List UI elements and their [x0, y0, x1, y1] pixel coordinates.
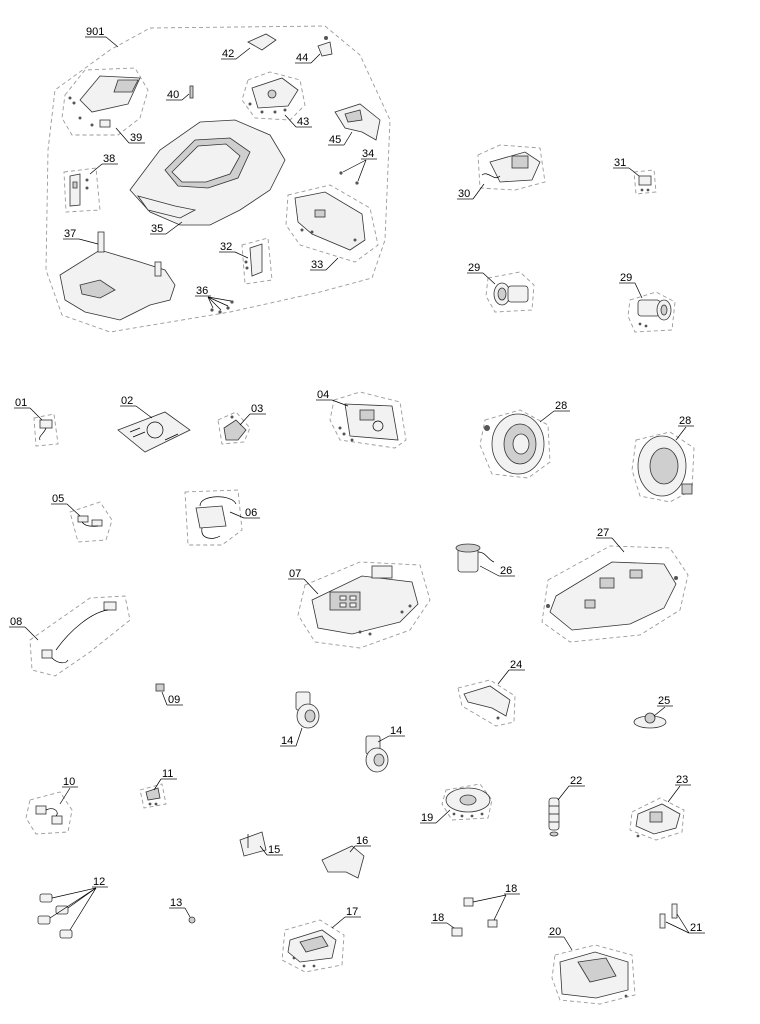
callout-15: 15: [268, 844, 280, 856]
callout-25: 25: [658, 695, 670, 707]
part-30: 30: [457, 144, 546, 200]
part-03: 03: [217, 403, 266, 445]
part-34: 34: [339, 148, 377, 185]
callout-32: 32: [220, 241, 232, 253]
part-39: 39: [61, 67, 149, 144]
callout-36: 36: [196, 285, 208, 297]
part-07: 07: [288, 561, 431, 649]
callout-01: 01: [15, 397, 27, 409]
callout-13: 13: [170, 897, 182, 909]
callout-44: 44: [296, 52, 308, 64]
callout-40: 40: [167, 89, 179, 101]
part-09: 09: [155, 683, 183, 706]
callout-38: 38: [103, 153, 115, 165]
callout-29a: 29: [468, 262, 480, 274]
callout-19: 19: [421, 812, 433, 824]
callout-45: 45: [329, 134, 341, 146]
part-13: 13: [169, 897, 196, 924]
group-901-housing: 901 42 44 40: [45, 25, 391, 333]
part-31: 31: [613, 157, 657, 195]
callout-901: 901: [86, 26, 104, 38]
callout-14a: 14: [281, 735, 293, 747]
callout-04: 04: [317, 389, 329, 401]
callout-23: 23: [676, 774, 688, 786]
callout-29b: 29: [620, 272, 632, 284]
callout-05: 05: [52, 493, 64, 505]
part-40: 40: [166, 85, 194, 101]
part-17: 17: [281, 906, 361, 973]
part-05: 05: [51, 493, 113, 543]
callout-18b: 18: [432, 912, 444, 924]
part-29a: 29: [467, 262, 535, 313]
callout-11: 11: [162, 768, 173, 780]
part-32: 32: [219, 237, 273, 285]
part-23: 23: [629, 774, 691, 841]
part-12: 12: [37, 876, 108, 939]
callout-24: 24: [510, 659, 522, 671]
callout-22: 22: [570, 775, 582, 787]
part-01: 01: [14, 397, 59, 447]
callout-43: 43: [297, 116, 309, 128]
part-06: 06: [184, 489, 260, 546]
part-18b: 18: [431, 912, 463, 937]
part-14a: 14: [280, 691, 320, 747]
callout-21: 21: [690, 922, 702, 934]
part-15: 15: [239, 831, 283, 857]
part-26: 26: [455, 543, 515, 577]
callout-12: 12: [93, 876, 105, 888]
callout-34: 34: [362, 148, 374, 160]
part-04: 04: [316, 389, 407, 449]
callout-16: 16: [356, 835, 368, 847]
callout-35: 35: [151, 223, 163, 235]
part-29b: 29: [619, 272, 676, 333]
callout-37: 37: [64, 228, 76, 240]
part-11: 11: [139, 768, 177, 809]
callout-28a: 28: [555, 400, 567, 412]
callout-10: 10: [63, 776, 75, 788]
part-36: 36: [195, 285, 234, 314]
part-02: 02: [117, 395, 191, 453]
callout-20: 20: [549, 926, 561, 938]
callout-17: 17: [346, 906, 358, 918]
callout-03: 03: [251, 403, 263, 415]
part-43: 43: [241, 71, 312, 128]
part-24: 24: [457, 659, 525, 727]
part-33: 33: [285, 184, 379, 271]
part-19: 19: [420, 783, 493, 824]
part-27: 27: [541, 527, 689, 643]
callout-06: 06: [245, 507, 257, 519]
callout-09: 09: [168, 694, 180, 706]
callout-08: 08: [10, 616, 22, 628]
callout-26: 26: [500, 565, 512, 577]
part-20: 20: [548, 926, 636, 1005]
part-44: 44: [295, 36, 333, 64]
part-37: 37: [59, 228, 176, 321]
callout-39: 39: [130, 132, 142, 144]
part-16: 16: [321, 835, 371, 879]
part-42: 42: [221, 33, 277, 60]
callout-18a: 18: [505, 883, 517, 895]
callout-28b: 28: [679, 415, 691, 427]
part-22: 22: [548, 775, 585, 837]
callout-14b: 14: [390, 725, 402, 737]
part-45: 45: [328, 103, 381, 146]
part-14b: 14: [365, 725, 405, 773]
part-25: 25: [633, 695, 673, 729]
part-35: 35: [129, 119, 286, 235]
callout-42: 42: [222, 48, 234, 60]
part-28a: 28: [479, 400, 570, 479]
part-10: 10: [25, 776, 78, 835]
callout-02: 02: [121, 395, 133, 407]
callout-07: 07: [289, 568, 301, 580]
part-08: 08: [9, 595, 131, 677]
part-18a: 18: [463, 883, 520, 928]
callout-30: 30: [458, 188, 470, 200]
part-38: 38: [63, 153, 118, 213]
part-28b: 28: [631, 415, 695, 503]
part-21: 21: [659, 903, 705, 934]
callout-27: 27: [597, 527, 609, 539]
callout-31: 31: [614, 157, 626, 169]
callout-33: 33: [311, 259, 323, 271]
